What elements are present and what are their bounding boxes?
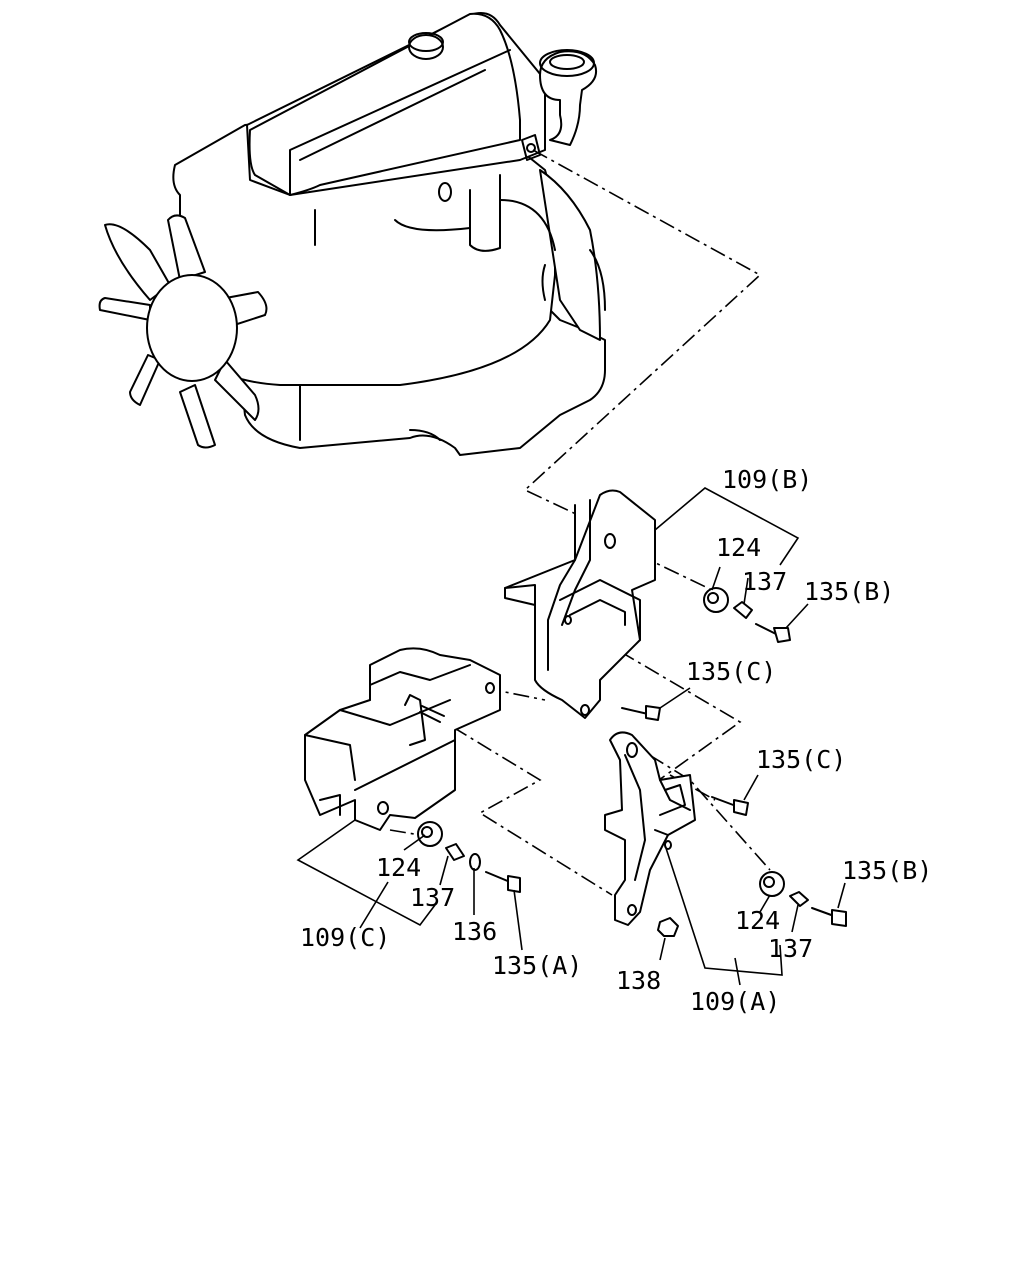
washer-136-icon xyxy=(469,853,481,871)
engine-illustration xyxy=(98,12,606,456)
label-124-top: 124 xyxy=(716,533,761,562)
upper-bracket xyxy=(504,489,656,719)
rubber-cushion-124-left-icon xyxy=(417,821,443,847)
label-138: 138 xyxy=(616,966,661,995)
label-109c: 109(C) xyxy=(300,923,390,952)
label-136: 136 xyxy=(452,917,497,946)
label-109a: 109(A) xyxy=(690,987,780,1016)
rubber-cushion-124-right-icon xyxy=(759,871,785,897)
bolt-135c-mid-icon xyxy=(711,796,749,816)
label-135b-top: 135(B) xyxy=(804,577,894,606)
fastener-parts xyxy=(417,587,847,937)
collar-137-top-icon xyxy=(733,601,753,619)
right-mount-bracket xyxy=(604,731,696,926)
leader-lines xyxy=(296,487,846,986)
label-124-left: 124 xyxy=(376,853,421,882)
label-109b: 109(B) xyxy=(722,465,812,494)
collar-137-left-icon xyxy=(445,843,465,861)
cooling-fan-icon xyxy=(98,214,268,449)
label-137-right: 137 xyxy=(768,934,813,963)
part-labels: 109(B) 124 137 135(B) 135(C) 135(C) 135(… xyxy=(300,465,932,1016)
collar-137-right-icon xyxy=(789,891,809,907)
bolt-135b-top-icon xyxy=(755,623,791,643)
rubber-cushion-124-top-icon xyxy=(703,587,729,613)
label-135a: 135(A) xyxy=(492,951,582,980)
bolt-135b-right-icon xyxy=(811,907,847,927)
nut-138-icon xyxy=(657,917,679,937)
label-124-right: 124 xyxy=(735,906,780,935)
bolt-135a-icon xyxy=(485,871,521,893)
label-135c-mid: 135(C) xyxy=(756,745,846,774)
label-137-left: 137 xyxy=(410,883,455,912)
label-137-top: 137 xyxy=(742,567,787,596)
left-mount-bracket xyxy=(304,647,501,831)
label-135b-right: 135(B) xyxy=(842,856,932,885)
label-135c-top: 135(C) xyxy=(686,657,776,686)
bolt-135c-top-icon xyxy=(621,705,661,721)
